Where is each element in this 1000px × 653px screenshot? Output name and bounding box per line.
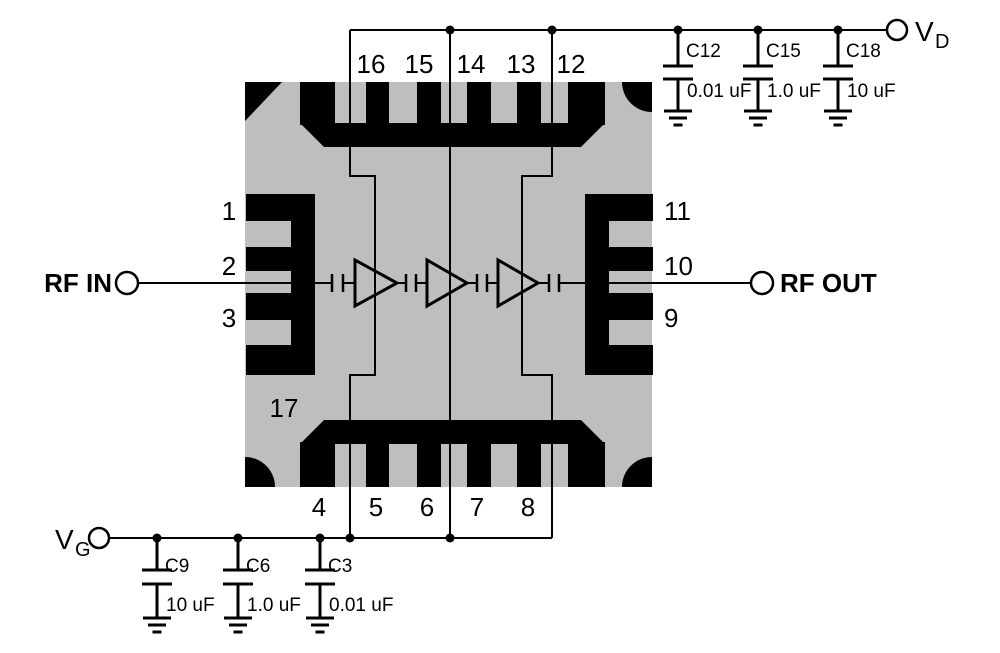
corner-mark-top-right <box>622 82 652 112</box>
cap-C3: C3 0.01 uF <box>305 538 393 634</box>
chip-package <box>245 82 653 487</box>
junction-dot <box>833 25 843 35</box>
corner-mark-bottom-right <box>622 457 652 487</box>
cap-C6-ground <box>224 616 252 634</box>
pin-label-16: 16 <box>357 49 386 79</box>
cap-C6-value: 1.0 uF <box>247 595 301 616</box>
cap-C15: C15 1.0 uF <box>743 30 821 127</box>
cap-C18-symbol <box>823 30 853 111</box>
pin-label-2: 2 <box>222 251 236 281</box>
pin-label-17-paddle: 17 <box>270 393 299 423</box>
bias-wire-stage1 <box>349 30 376 538</box>
cap-C9: C9 10 uF <box>142 538 215 634</box>
cap-C3-value: 0.01 uF <box>329 595 393 616</box>
junction-dot <box>753 25 763 35</box>
pin-label-5: 5 <box>369 492 383 522</box>
cap-C18: C18 10 uF <box>823 30 896 127</box>
rf-out-label: RF OUT <box>780 268 877 298</box>
cap-C3-ground <box>306 616 334 634</box>
bias-wires <box>109 29 887 539</box>
pin-label-15: 15 <box>405 49 434 79</box>
junction-dot <box>152 533 162 543</box>
pin1-corner-index-mark <box>245 82 282 121</box>
rf-out-terminal <box>749 270 775 296</box>
junction-dot <box>233 533 243 543</box>
vg-bypass-caps: C9 10 uF C6 1.0 uF C3 0.01 uF <box>142 538 393 634</box>
junction-dot <box>315 533 325 543</box>
cap-C18-ground <box>824 109 852 127</box>
pin-label-4: 4 <box>312 492 326 522</box>
cap-C6-name: C6 <box>246 556 270 577</box>
vd-label: V <box>915 16 934 47</box>
amplifier-chain <box>330 257 561 309</box>
pin-label-3: 3 <box>222 303 236 333</box>
cap-C12: C12 0.01 uF <box>663 30 751 127</box>
vg-label-subscript: G <box>75 539 91 561</box>
junction-dot <box>547 25 557 35</box>
cap-C15-symbol <box>743 30 773 111</box>
top-pad-bus <box>300 82 605 147</box>
dc-block-cap-input <box>330 274 345 292</box>
right-pad <box>585 194 653 375</box>
bottom-pad-bus <box>300 420 605 487</box>
rf-in-terminal <box>114 270 140 296</box>
cap-C9-symbol <box>142 538 172 618</box>
rf-in-label: RF IN <box>44 268 112 298</box>
vd-bypass-caps: C12 0.01 uF C15 1.0 uF C18 10 uF <box>663 30 896 127</box>
cap-C6: C6 1.0 uF <box>223 538 301 634</box>
cap-C3-symbol <box>305 538 335 618</box>
cap-C9-name: C9 <box>165 556 189 577</box>
pin-label-14: 14 <box>457 49 486 79</box>
cap-C12-value: 0.01 uF <box>687 81 751 102</box>
junction-dot <box>673 25 683 35</box>
cap-C9-value: 10 uF <box>166 595 215 616</box>
junction-dots <box>152 25 843 543</box>
cap-C3-name: C3 <box>328 556 352 577</box>
pin-label-10: 10 <box>664 251 693 281</box>
dc-block-cap-interstage-2 <box>475 274 489 292</box>
pin-label-9: 9 <box>664 303 678 333</box>
pin-label-8: 8 <box>521 492 535 522</box>
vg-label: V <box>55 524 74 555</box>
cap-C15-value: 1.0 uF <box>767 81 821 102</box>
pin-label-1: 1 <box>222 196 236 226</box>
terminals <box>87 18 909 550</box>
cap-C15-ground <box>744 109 772 127</box>
vg-terminal <box>87 526 111 550</box>
vd-terminal <box>885 18 909 42</box>
amplifier-stage-2 <box>425 257 471 309</box>
labels: RF IN RF OUT V D V G 16 15 14 13 12 4 5 … <box>44 16 949 561</box>
cap-C6-symbol <box>223 538 253 618</box>
pin-label-13: 13 <box>507 49 536 79</box>
pin-label-6: 6 <box>420 492 434 522</box>
amplifier-stage-3 <box>496 257 542 309</box>
pin-label-12: 12 <box>557 49 586 79</box>
cap-C18-name: C18 <box>846 41 881 62</box>
cap-C12-name: C12 <box>686 41 721 62</box>
junction-dot <box>345 533 355 543</box>
cap-C12-symbol <box>663 30 693 111</box>
bias-wire-stage3 <box>521 30 553 538</box>
junction-dot <box>445 25 455 35</box>
pin-label-11: 11 <box>664 196 691 226</box>
pin-label-7: 7 <box>470 492 484 522</box>
dc-block-cap-output <box>547 274 561 292</box>
junction-dot <box>445 533 455 543</box>
cap-C9-ground <box>143 616 171 634</box>
corner-mark-bottom-left <box>245 457 275 487</box>
left-pad <box>246 194 315 375</box>
vd-label-subscript: D <box>935 31 949 53</box>
cap-C18-value: 10 uF <box>847 81 896 102</box>
dc-block-cap-interstage-1 <box>404 274 418 292</box>
cap-C15-name: C15 <box>766 41 801 62</box>
cap-C12-ground <box>664 109 692 127</box>
